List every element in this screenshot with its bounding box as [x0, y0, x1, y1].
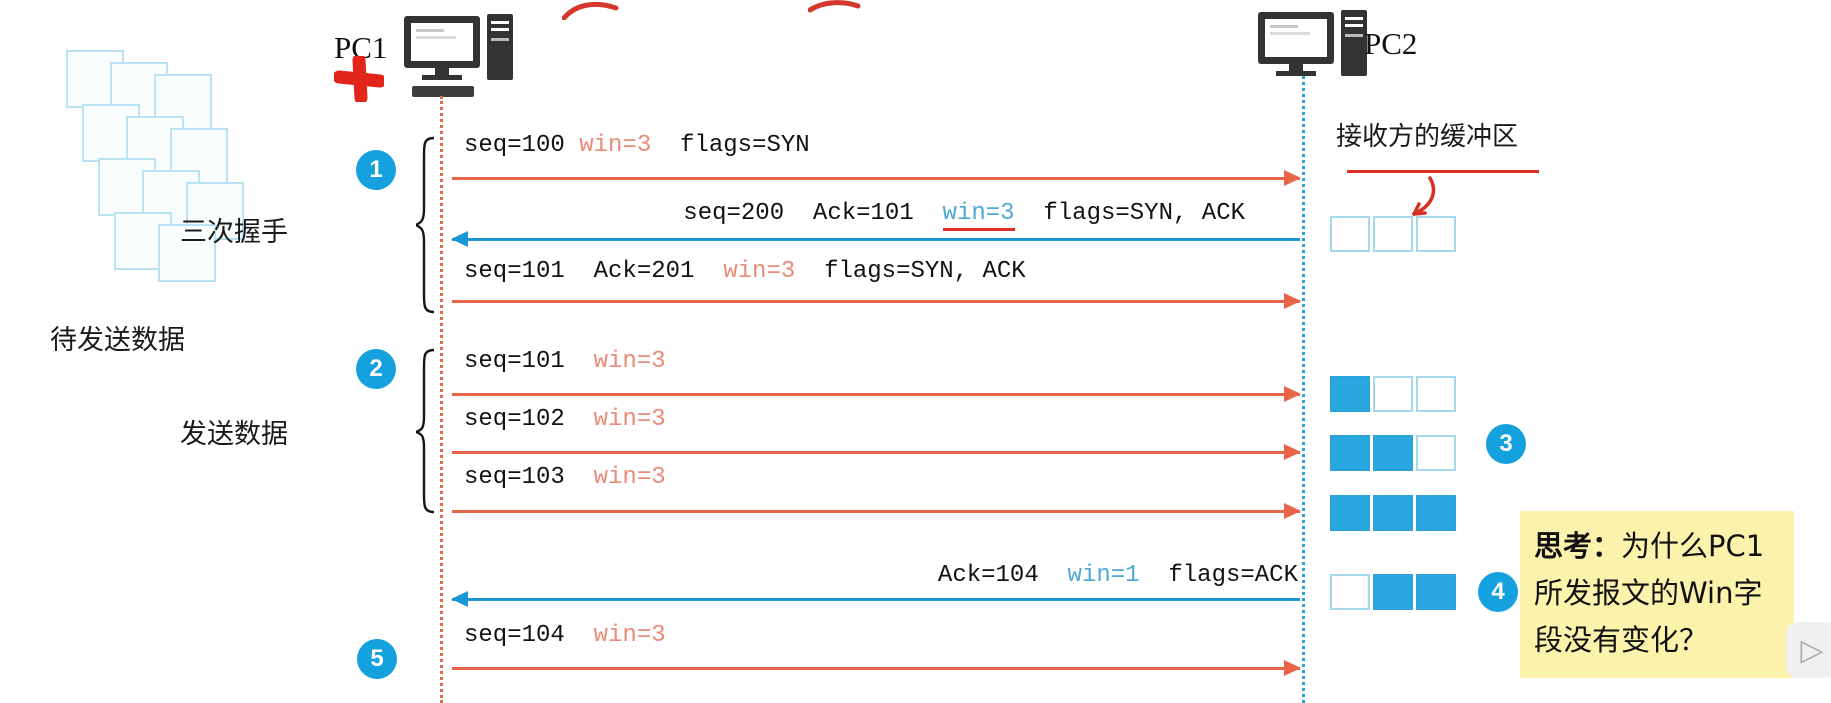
step-badge-1: 1: [356, 150, 396, 190]
send-data-brace: [416, 348, 435, 514]
arrow-pc1-to-pc2: [452, 660, 1301, 676]
send-data-label: 发送数据: [180, 419, 288, 450]
message-text: flags=SYN: [651, 132, 810, 159]
play-icon: ▷: [1800, 632, 1824, 668]
window-field: win=3: [723, 258, 796, 285]
pending-data-square: [158, 224, 216, 282]
buffer-cell-filled: [1373, 495, 1413, 531]
message-4-label: seq=101 win=3: [464, 348, 666, 375]
red-cross-annotation-icon: [334, 56, 384, 102]
buffer-cell-empty: [1330, 574, 1370, 610]
message-8-label: seq=104 win=3: [464, 622, 666, 649]
message-text: flags=SYN, ACK: [1014, 200, 1245, 227]
red-scribble-annotation-icon: [808, 0, 861, 13]
step-badge-2: 2: [356, 349, 396, 389]
arrow-pc1-to-pc2: [452, 386, 1301, 402]
buffer-cell-empty: [1373, 376, 1413, 412]
buffer-cell-filled: [1330, 376, 1370, 412]
note-text: 为什么PC1: [1621, 529, 1765, 563]
step-badge-5: 5: [357, 639, 397, 679]
message-text: seq=100: [464, 132, 580, 159]
note-line: 段没有变化？: [1534, 623, 1709, 657]
play-button[interactable]: ▷: [1786, 622, 1831, 678]
buffer-cell-empty: [1416, 435, 1456, 471]
note-box: 思考：为什么PC1 所发报文的Win字 段没有变化？: [1520, 511, 1794, 678]
receive-buffer-row: [1330, 495, 1456, 531]
receive-buffer-row: [1330, 574, 1456, 610]
arrow-pc2-to-pc1: [451, 231, 1300, 247]
receiver-buffer-title: 接收方的缓冲区: [1336, 122, 1519, 152]
window-field: win=3: [942, 200, 1015, 231]
pc1-computer-icon: [404, 14, 513, 97]
arrow-pc2-to-pc1: [451, 591, 1300, 607]
red-arrow-annotation-icon: [1412, 176, 1436, 216]
handshake-brace: [416, 136, 435, 314]
window-field: win=3: [593, 406, 666, 433]
message-text: seq=104: [464, 622, 594, 649]
message-1-label: seq=100 win=3 flags=SYN: [464, 132, 810, 159]
window-field: win=3: [593, 348, 666, 375]
receive-buffer-row: [1330, 376, 1456, 412]
buffer-cell-empty: [1373, 216, 1413, 252]
arrow-pc1-to-pc2: [452, 170, 1301, 186]
window-field: win=1: [1067, 562, 1140, 589]
buffer-cell-filled: [1416, 574, 1456, 610]
red-underline-annotation: [1347, 170, 1539, 173]
receive-buffer-row: [1330, 435, 1456, 471]
pc2-lifeline: [1302, 76, 1305, 703]
note-line: 思考：为什么PC1: [1534, 523, 1782, 570]
step-badge-4: 4: [1478, 572, 1518, 612]
buffer-cell-empty: [1416, 216, 1456, 252]
buffer-cell-filled: [1373, 435, 1413, 471]
window-field: win=3: [593, 464, 666, 491]
note-line: 所发报文的Win字: [1534, 576, 1763, 610]
buffer-cell-filled: [1416, 495, 1456, 531]
message-2-label: seq=200 Ack=101 win=3 flags=SYN, ACK: [683, 200, 1245, 231]
buffer-cell-empty: [1330, 216, 1370, 252]
message-3-label: seq=101 Ack=201 win=3 flags=SYN, ACK: [464, 258, 1026, 285]
message-text: flags=SYN, ACK: [795, 258, 1026, 285]
buffer-cell-filled: [1330, 435, 1370, 471]
handshake-label: 三次握手: [180, 217, 288, 248]
message-7-label: Ack=104 win=1 flags=ACK: [938, 562, 1298, 589]
receive-buffer-row: [1330, 216, 1456, 252]
pc1-lifeline: [440, 96, 443, 703]
arrow-pc1-to-pc2: [452, 293, 1301, 309]
message-text: flags=ACK: [1139, 562, 1298, 589]
message-text: Ack=104: [937, 562, 1068, 589]
step-badge-3: 3: [1486, 424, 1526, 464]
message-text: seq=101 Ack=201: [464, 258, 724, 285]
window-field: win=3: [579, 132, 652, 159]
message-text: seq=200 Ack=101: [683, 200, 943, 227]
message-5-label: seq=102 win=3: [464, 406, 666, 433]
arrow-pc1-to-pc2: [452, 503, 1301, 519]
buffer-cell-empty: [1416, 376, 1456, 412]
message-text: seq=103: [464, 464, 594, 491]
buffer-cell-filled: [1330, 495, 1370, 531]
arrow-pc1-to-pc2: [452, 444, 1301, 460]
message-text: seq=101: [464, 348, 594, 375]
message-6-label: seq=103 win=3: [464, 464, 666, 491]
pending-data-label: 待发送数据: [50, 325, 185, 356]
window-field: win=3: [593, 622, 666, 649]
message-text: seq=102: [464, 406, 594, 433]
buffer-cell-filled: [1373, 574, 1413, 610]
pc2-label: PC2: [1364, 26, 1418, 61]
note-prefix: 思考：: [1534, 529, 1622, 563]
pc2-computer-icon: [1258, 10, 1367, 76]
red-scribble-annotation-icon: [562, 1, 619, 20]
